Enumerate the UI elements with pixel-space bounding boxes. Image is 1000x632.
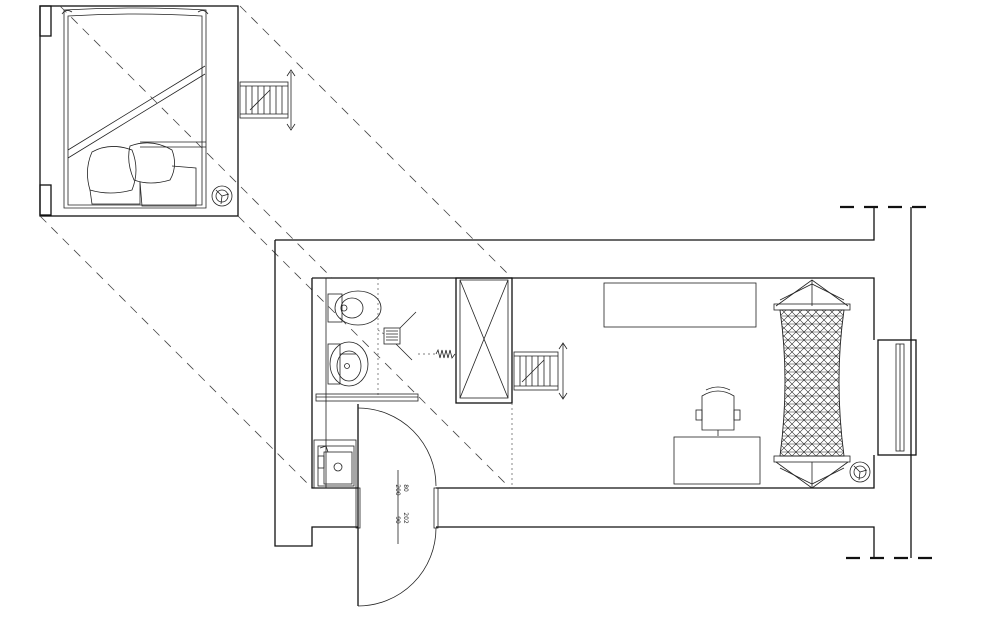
loft-inset <box>39 5 296 217</box>
door-label-lower-width: 90 <box>394 516 401 524</box>
loft-post-bottom <box>39 184 52 216</box>
desk-icon <box>673 436 761 485</box>
fan-icon <box>849 461 871 483</box>
door-dimension-labels: 80 200 202 90 <box>394 484 409 524</box>
heater-coil-icon <box>418 348 456 359</box>
floor-drain-icon <box>377 311 417 361</box>
ladder-arrow-icon <box>558 342 568 400</box>
loft-ladder-icon <box>239 81 289 119</box>
entry-door-icon <box>355 404 439 607</box>
door-label-upper-height: 200 <box>394 484 401 496</box>
loft-post-top <box>39 5 52 37</box>
bathroom-sink-icon <box>327 341 369 387</box>
hammock-icon <box>773 279 851 489</box>
door-label-upper-width: 80 <box>402 484 409 492</box>
loft-fan-icon <box>211 185 233 207</box>
toilet-icon <box>327 290 382 326</box>
window-icon <box>877 339 917 456</box>
chair-icon <box>695 386 741 436</box>
loft-ladder-arrow-icon <box>286 69 296 131</box>
projection-lines <box>39 5 513 489</box>
kitchen-sink-icon <box>313 439 357 489</box>
wardrobe-icon <box>455 277 513 404</box>
loft-frame <box>39 5 239 217</box>
ladder-icon <box>513 351 559 391</box>
bed-icon <box>61 7 209 209</box>
shelf-icon <box>603 282 757 328</box>
bathroom-partition <box>315 278 419 402</box>
door-label-lower-height: 202 <box>402 512 409 524</box>
room-walls <box>274 207 875 558</box>
